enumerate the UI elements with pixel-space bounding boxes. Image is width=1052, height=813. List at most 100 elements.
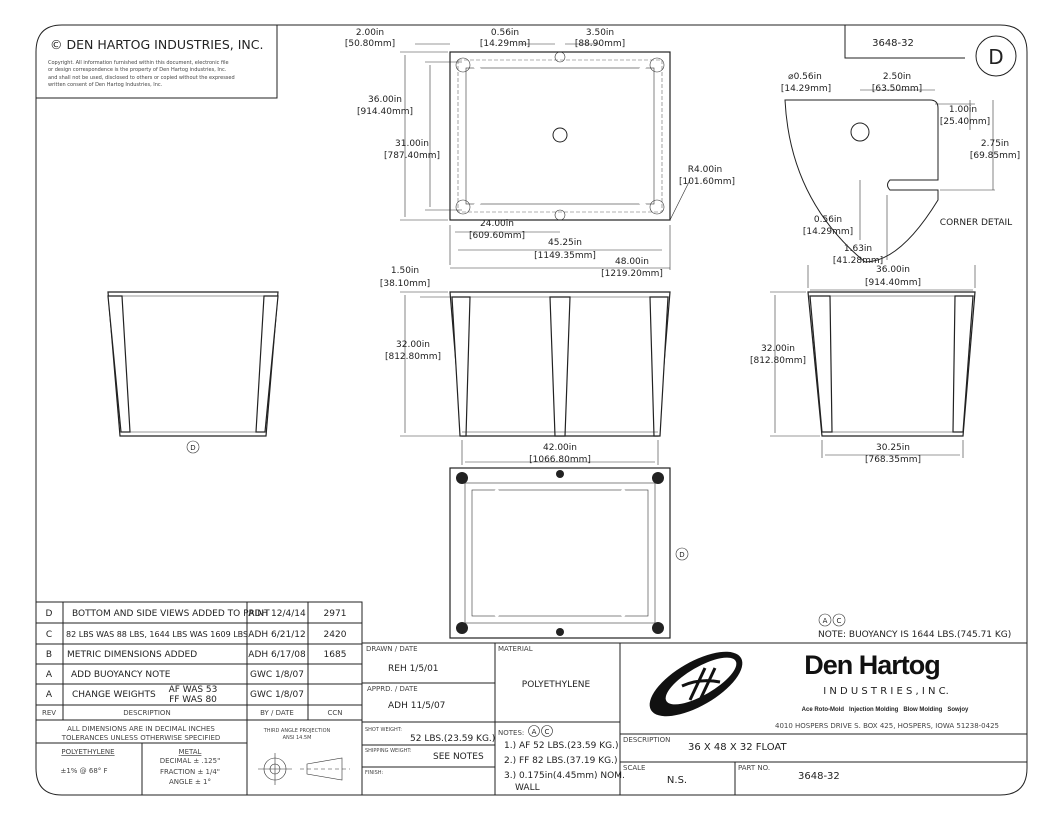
bottom-view: D	[449, 467, 689, 639]
approved-label: APPRD. / DATE	[367, 685, 418, 693]
note-line: 3.) 0.175in(4.45mm) NOM.	[504, 771, 625, 781]
rev-description: 82 LBS WAS 88 LBS, 1644 LBS WAS 1609 LBS	[66, 630, 248, 639]
revision-callout: D	[190, 444, 195, 452]
metal-title: METAL	[179, 748, 202, 756]
rev-by-date: GWC 1/8/07	[250, 670, 304, 680]
rev-ccn: 2420	[324, 630, 347, 640]
rev-description: BOTTOM AND SIDE VIEWS ADDED TO PRINT	[72, 609, 270, 619]
dim-label: [1219.20mm]	[601, 269, 663, 279]
tolerance-line: TOLERANCES UNLESS OTHERWISE SPECIFIED	[61, 734, 221, 742]
header-by-date: BY / DATE	[260, 709, 294, 717]
dim-label: 32.00in	[761, 344, 795, 354]
tolerance-block: ALL DIMENSIONS ARE IN DECIMAL INCHES TOL…	[60, 725, 350, 786]
shipping-weight-value: SEE NOTES	[433, 752, 484, 762]
note-line: 1.) AF 52 LBS.(23.59 KG.)	[504, 741, 618, 751]
rev-by-date: ADH 6/17/08	[248, 650, 306, 660]
dim-label: [25.40mm]	[940, 117, 990, 127]
rev-description-note: FF WAS 80	[169, 695, 217, 705]
company-address: 4010 HOSPERS DRIVE S. BOX 425, HOSPERS, …	[775, 722, 999, 730]
rev-description: CHANGE WEIGHTS	[72, 690, 156, 700]
header-ccn: CCN	[327, 709, 342, 717]
part-number-label: PART NO.	[738, 764, 770, 772]
tolerance-line: ALL DIMENSIONS ARE IN DECIMAL INCHES	[67, 725, 215, 733]
dim-label: 0.56in	[491, 28, 519, 38]
revision-callout: A	[532, 728, 537, 736]
corner-detail: ⌀0.56in [14.29mm] 2.50in [63.50mm] 1.00i…	[781, 72, 1020, 266]
material-value: POLYETHYLENE	[522, 680, 591, 690]
metal-fraction: FRACTION ± 1/4"	[160, 768, 220, 776]
shot-weight-value: 52 LBS.(23.59 KG.)	[410, 734, 495, 744]
dim-label: 36.00in	[876, 265, 910, 275]
dim-label: [914.40mm]	[865, 278, 921, 288]
dim-label: 2.50in	[883, 72, 911, 82]
dim-label: [69.85mm]	[970, 151, 1020, 161]
revision-row: B METRIC DIMENSIONS ADDED ADH 6/17/08 16…	[46, 650, 347, 660]
scale-value: N.S.	[667, 775, 687, 786]
approved-value: ADH 11/5/07	[388, 701, 445, 711]
dim-label: [50.80mm]	[345, 39, 395, 49]
poly-tolerance: ±1% @ 68° F	[60, 767, 107, 775]
drawn-label: DRAWN / DATE	[366, 645, 418, 653]
copyright-line: or design correspondence is the property…	[48, 67, 227, 73]
top-view-dimensions: 2.00in [50.80mm] 0.56in [14.29mm] 3.50in…	[345, 28, 735, 279]
copyright-line: and shall not be used, disclosed to othe…	[48, 75, 235, 81]
dim-label: [14.29mm]	[480, 39, 530, 49]
rev-by-date: ADH 6/21/12	[248, 630, 305, 640]
dim-label: [14.29mm]	[803, 227, 853, 237]
revision-callout: D	[679, 551, 684, 559]
note-line: WALL	[515, 783, 540, 793]
dim-label: ⌀0.56in	[788, 72, 822, 82]
dim-label: [1066.80mm]	[529, 455, 591, 465]
dim-label: [768.35mm]	[865, 455, 921, 465]
rev-ccn: 1685	[324, 650, 347, 660]
dim-label: 48.00in	[615, 257, 649, 267]
dim-label: [101.60mm]	[679, 177, 735, 187]
dim-label: 24.00in	[480, 219, 514, 229]
dim-label: [41.28mm]	[833, 256, 883, 266]
revision-row: A CHANGE WEIGHTS AF WAS 53 FF WAS 80 GWC…	[46, 685, 304, 705]
rev-letter: C	[46, 630, 52, 640]
copyright-line: Copyright. All information furnished wit…	[48, 60, 229, 66]
dim-label: R4.00in	[688, 165, 723, 175]
revision-callout: A	[823, 617, 828, 625]
front-view: 1.50in [38.10mm] 32.00in [812.80mm] 42.0…	[380, 266, 671, 465]
dim-label: [812.80mm]	[750, 356, 806, 366]
dim-label: [88.90mm]	[575, 39, 625, 49]
dim-label: 1.00in	[949, 105, 977, 115]
metal-angle: ANGLE ± 1°	[169, 778, 211, 786]
dim-label: 3.50in	[586, 28, 614, 38]
rev-letter: A	[46, 670, 53, 680]
title-block: DRAWN / DATE REH 1/5/01 APPRD. / DATE AD…	[362, 642, 1027, 795]
description-label: DESCRIPTION	[623, 736, 670, 744]
sheet-border	[35, 24, 1028, 796]
rev-description: ADD BUOYANCY NOTE	[71, 670, 171, 680]
projection-standard: ANSI 14.5M	[283, 735, 312, 741]
rev-description: METRIC DIMENSIONS ADDED	[67, 650, 197, 660]
finish-label: FINISH:	[365, 770, 383, 776]
dim-label: 0.56in	[814, 215, 842, 225]
buoyancy-note-text: NOTE: BUOYANCY IS 1644 LBS.(745.71 KG)	[818, 630, 1011, 640]
rev-by-date: ADH 12/4/14	[248, 609, 306, 619]
dim-label: 32.00in	[396, 340, 430, 350]
notes-label: NOTES:	[498, 729, 524, 737]
poly-title: POLYETHYLENE	[61, 748, 114, 756]
revision-row: A ADD BUOYANCY NOTE GWC 1/8/07	[46, 670, 304, 680]
rev-letter: D	[46, 609, 53, 619]
copyright-line: written consent of Den Hartog Industries…	[48, 82, 163, 88]
dim-label: [1149.35mm]	[534, 251, 596, 261]
scale-label: SCALE	[623, 764, 645, 772]
description-value: 36 X 48 X 32 FLOAT	[688, 742, 787, 753]
dim-label: [63.50mm]	[872, 84, 922, 94]
rev-ccn: 2971	[324, 609, 347, 619]
header-rev: REV	[42, 709, 56, 717]
company-subtitle: I N D U S T R I E S , I N C.	[823, 686, 949, 697]
header-revision: D	[988, 45, 1003, 69]
dim-label: [812.80mm]	[385, 352, 441, 362]
copyright-block: © DEN HARTOG INDUSTRIES, INC. Copyright.…	[36, 25, 278, 99]
part-number-value: 3648-32	[798, 771, 840, 782]
dim-label: [609.60mm]	[469, 231, 525, 241]
dim-label: 30.25in	[876, 443, 910, 453]
third-angle-projection-symbol	[258, 753, 350, 785]
rev-by-date: GWC 1/8/07	[250, 690, 304, 700]
dim-label: 42.00in	[543, 443, 577, 453]
